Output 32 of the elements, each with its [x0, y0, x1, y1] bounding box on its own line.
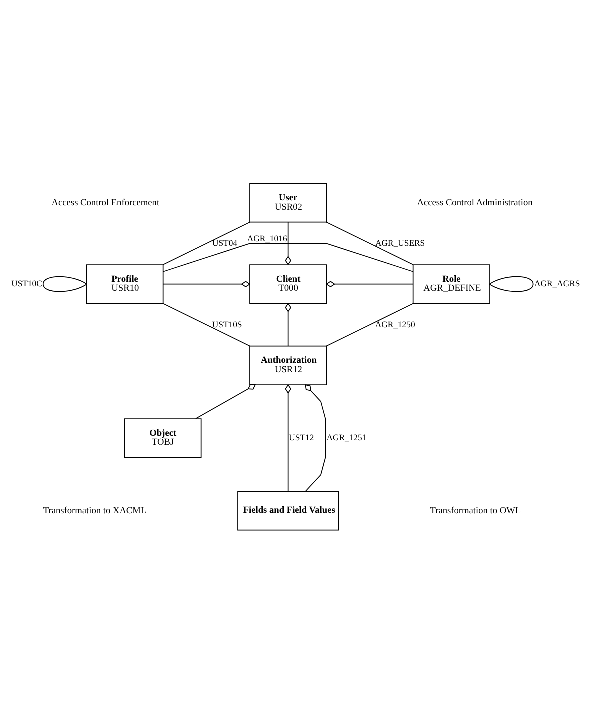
- label: Transformation to OWL: [430, 506, 522, 516]
- connector: [326, 221, 414, 265]
- edge-label: UST10C: [12, 278, 42, 288]
- edge-label: UST12: [289, 432, 314, 442]
- label: Transformation to XACML: [43, 506, 147, 516]
- edge-label: AGR_1016: [247, 232, 288, 243]
- label: Access Control Enforcement: [52, 198, 160, 208]
- edge-label: UST10S: [212, 318, 242, 329]
- edge-label: AGR_1250: [375, 318, 416, 329]
- node-box: User USR02: [250, 182, 328, 222]
- node-box: Client T000: [250, 264, 328, 304]
- connector: [305, 384, 326, 492]
- connector: [162, 242, 414, 272]
- connector: [285, 221, 292, 266]
- node-box: Profile USR10: [86, 264, 164, 304]
- connector: [196, 384, 256, 419]
- connector: [285, 384, 292, 492]
- edge-label: AGR_1251: [326, 432, 367, 442]
- label: Access Control Administration: [417, 198, 533, 208]
- edge-label: AGR_AGRS: [534, 278, 580, 288]
- node-box: Authorization USR12: [250, 345, 328, 385]
- edge-label: AGR_USERS: [376, 237, 426, 248]
- connector: [162, 280, 251, 288]
- connector: [162, 221, 250, 265]
- node-box: Object TOBJ: [124, 418, 202, 458]
- node-box: Fields and Field Values: [238, 490, 340, 530]
- edge-label: UST04: [212, 237, 238, 248]
- connector: [285, 302, 292, 346]
- connector: [326, 302, 414, 346]
- node-box: Role AGR_DEFINE: [412, 264, 490, 304]
- connector: [162, 302, 250, 346]
- connector: [326, 280, 414, 288]
